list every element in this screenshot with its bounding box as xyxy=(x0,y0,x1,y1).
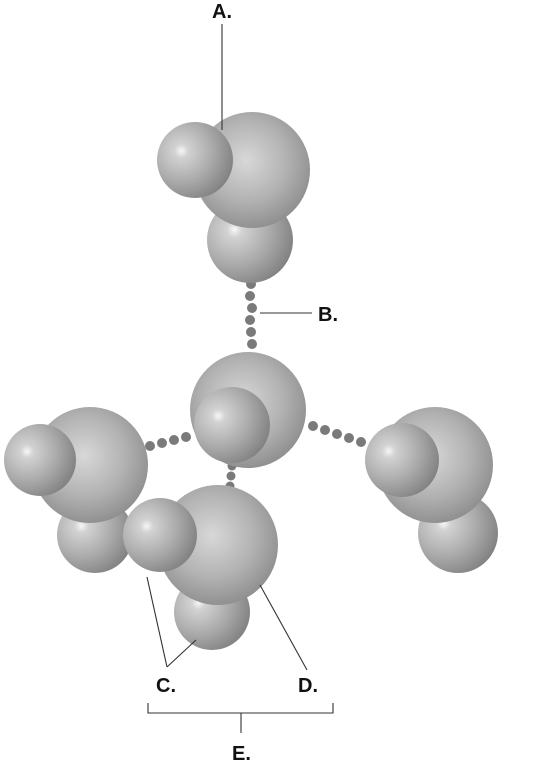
hydrogen-atom xyxy=(157,122,233,198)
label-c: C. xyxy=(156,675,176,697)
hydrogen-atom xyxy=(4,424,76,496)
hydrogen-atom xyxy=(365,423,439,497)
leader-line-d xyxy=(259,584,308,671)
label-d: D. xyxy=(298,675,318,697)
leader-line-c1 xyxy=(146,576,168,668)
water-molecule-center xyxy=(190,352,306,468)
hydrogen-bonds xyxy=(145,279,366,491)
water-molecule-top xyxy=(157,112,310,283)
molecule-bracket xyxy=(147,703,334,733)
leader-line-c2 xyxy=(166,639,197,668)
hydrogen-atom xyxy=(123,498,197,572)
label-a: A. xyxy=(212,1,232,23)
hydrogen-atom xyxy=(194,387,270,463)
hydrogen-bond-top xyxy=(245,279,257,349)
hydrogen-bond-right xyxy=(308,421,366,447)
water-molecule-bottom xyxy=(123,485,278,650)
label-b: B. xyxy=(318,304,338,326)
label-e: E. xyxy=(232,743,251,765)
hydrogen-bond-left xyxy=(145,432,191,451)
water-molecule-left xyxy=(4,407,148,573)
water-molecule-right xyxy=(365,407,498,573)
leader-lines xyxy=(146,24,334,733)
